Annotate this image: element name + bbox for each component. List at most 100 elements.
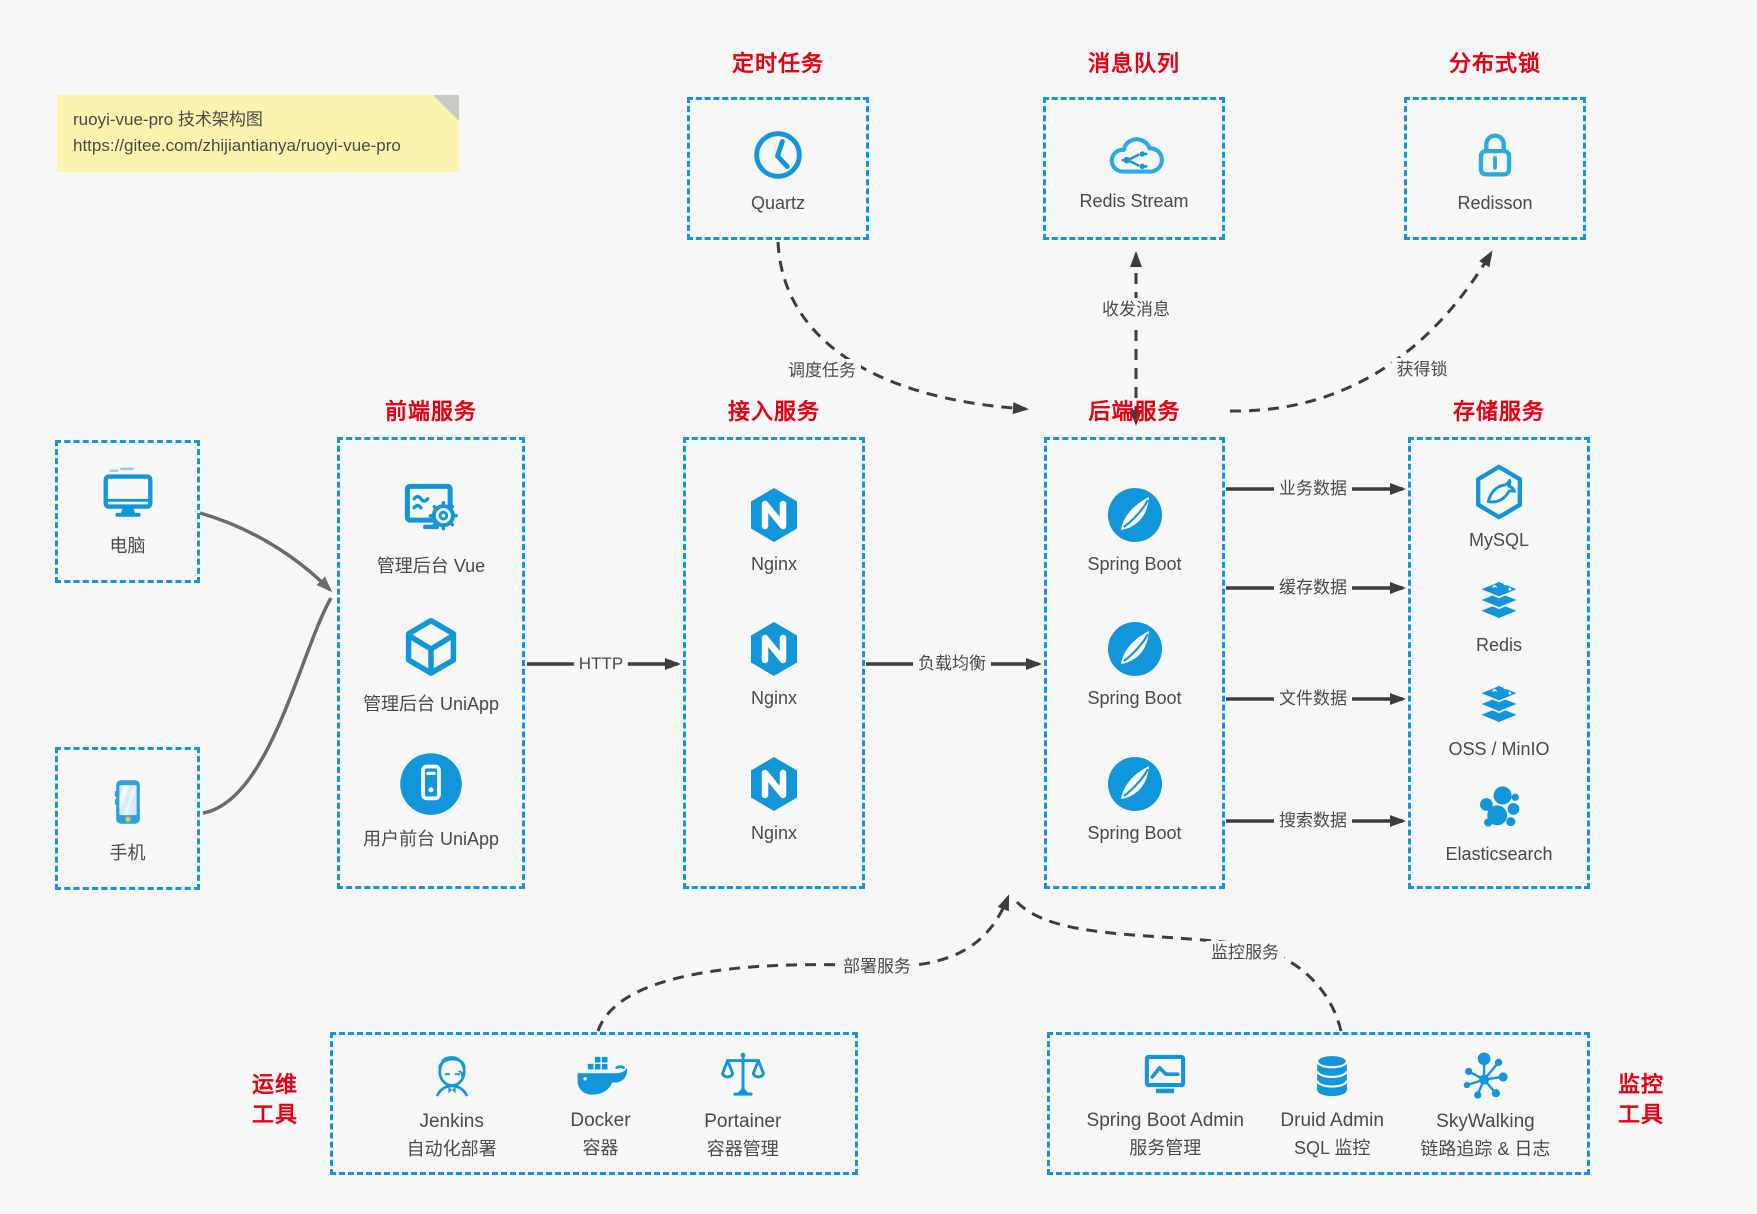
node-spring-boot-admin: Spring Boot Admin 服务管理 [1087, 1048, 1244, 1160]
edge-label-load-balance: 负载均衡 [913, 652, 991, 676]
node-label: 用户前台 UniApp [362, 829, 500, 850]
spring-boot-admin-icon [1145, 1054, 1186, 1093]
clock-icon [754, 130, 802, 179]
node-phone: 手机 [99, 772, 157, 865]
tool-desc: 服务管理 [1129, 1137, 1202, 1158]
tool-desc: 容器 [582, 1137, 619, 1158]
group-title-backend: 后端服务 [1088, 399, 1181, 424]
skywalking-icon [1464, 1051, 1509, 1099]
node-label: OSS / MinIO [1448, 739, 1550, 760]
tool-name: SkyWalking [1436, 1110, 1535, 1132]
node-label: 管理后台 UniApp [362, 693, 500, 714]
jenkins-icon [435, 1055, 468, 1096]
storage-box: MySQL Redis OSS / MinIO [1408, 437, 1590, 889]
sticky-note: ruoyi-vue-pro 技术架构图 https://gitee.com/zh… [57, 95, 459, 172]
scheduled-box: Quartz [687, 97, 869, 240]
edge-monitor-service [1014, 899, 1343, 1032]
monitoring-title-line2: 工具 [1617, 1102, 1664, 1127]
node-label: Quartz [750, 192, 806, 213]
node-nginx-3: Nginx [742, 752, 806, 844]
node-label: Nginx [750, 553, 798, 574]
tool-desc: SQL 监控 [1293, 1137, 1371, 1158]
node-label: 管理后台 Vue [376, 555, 486, 576]
edge-label-acquire-lock: 获得锁 [1391, 358, 1453, 382]
smartphone-icon [114, 780, 140, 824]
redis-icon [1476, 579, 1522, 620]
node-redisson: Redisson [1457, 124, 1533, 214]
node-skywalking: SkyWalking 链路追踪 & 日志 [1420, 1047, 1550, 1161]
tool-desc: 自动化部署 [406, 1138, 497, 1159]
tool-desc: 链路追踪 & 日志 [1420, 1138, 1551, 1159]
group-title-devops: 运维 工具 [238, 1070, 312, 1130]
group-title-scheduled: 定时任务 [731, 51, 824, 76]
monitoring-box: Spring Boot Admin 服务管理 Druid Admin SQL 监… [1047, 1032, 1590, 1175]
node-redis-stream: Redis Stream [1079, 126, 1189, 212]
group-title-lock: 分布式锁 [1448, 51, 1541, 76]
monitoring-title-line1: 监控 [1617, 1072, 1664, 1097]
oss-minio-icon [1476, 684, 1522, 725]
node-label: Spring Boot [1087, 553, 1182, 574]
note-url: https://gitee.com/zhijiantianya/ruoyi-vu… [73, 136, 401, 155]
backend-box: Spring Boot Spring Boot Spring Boot [1044, 437, 1225, 889]
note-title: ruoyi-vue-pro 技术架构图 [73, 110, 263, 129]
nginx-icon [751, 487, 797, 542]
node-label: Elasticsearch [1445, 844, 1553, 865]
edge-label-cache-data: 缓存数据 [1274, 576, 1352, 600]
druid-icon [1316, 1053, 1349, 1096]
edge-phone-to-frontend [202, 597, 333, 815]
edge-computer-to-frontend [199, 511, 333, 593]
node-label: Redis [1475, 634, 1523, 655]
spring-boot-icon [1107, 756, 1162, 811]
node-computer: 电脑 [97, 465, 159, 558]
node-portainer: Portainer 容器管理 [704, 1047, 781, 1161]
tool-name: Jenkins [419, 1110, 484, 1132]
tool-desc: 容器管理 [706, 1138, 779, 1159]
edge-label-business-data: 业务数据 [1274, 477, 1352, 501]
edge-acquire-lock [1229, 250, 1493, 413]
client-computer-box: 电脑 [55, 440, 200, 583]
node-label: 手机 [109, 843, 146, 863]
node-label: Spring Boot [1087, 688, 1182, 708]
group-title-monitoring: 监控 工具 [1604, 1070, 1678, 1130]
node-nginx-2: Nginx [742, 617, 806, 709]
node-druid-admin: Druid Admin SQL 监控 [1280, 1048, 1384, 1160]
node-user-uniapp: 用户前台 UniApp [363, 750, 499, 851]
node-oss-minio: OSS / MinIO [1448, 676, 1550, 760]
group-title-storage: 存储服务 [1452, 399, 1545, 424]
node-admin-uniapp: 管理后台 UniApp [363, 613, 499, 716]
node-label: Redis Stream [1079, 190, 1189, 211]
node-label: Nginx [750, 688, 798, 708]
portainer-icon [720, 1052, 765, 1096]
tool-name: Druid Admin [1280, 1109, 1384, 1131]
node-redis: Redis [1470, 572, 1528, 656]
edge-label-search-data: 搜索数据 [1274, 809, 1352, 833]
node-admin-vue: 管理后台 Vue [377, 475, 485, 578]
node-label: 电脑 [109, 536, 146, 556]
note-fold-corner [433, 95, 459, 121]
edge-label-send-receive-message: 收发消息 [1097, 298, 1175, 322]
node-elasticsearch: Elasticsearch [1445, 781, 1553, 865]
edge-label-file-data: 文件数据 [1274, 687, 1352, 711]
computer-icon [103, 467, 152, 517]
node-label: MySQL [1468, 529, 1529, 550]
node-jenkins: Jenkins 自动化部署 [407, 1047, 497, 1161]
mq-box: Redis Stream [1043, 97, 1225, 240]
lock-icon [1478, 132, 1512, 177]
node-spring-boot-1: Spring Boot [1087, 483, 1182, 575]
group-title-frontend: 前端服务 [384, 399, 477, 424]
spring-boot-icon [1107, 622, 1162, 676]
group-title-gateway: 接入服务 [727, 399, 820, 424]
mysql-icon [1475, 464, 1523, 520]
edge-schedule-task [776, 241, 1029, 415]
devops-box: Jenkins 自动化部署 Docker 容器 [330, 1032, 858, 1175]
elasticsearch-icon [1480, 786, 1520, 827]
frontend-box: 管理后台 Vue 管理后台 UniApp 用户前台 UniApp [337, 437, 525, 889]
node-mysql: MySQL [1468, 461, 1530, 551]
node-label: Nginx [750, 822, 798, 843]
user-uniapp-icon [400, 753, 462, 816]
client-phone-box: 手机 [55, 747, 200, 890]
uniapp-cube-icon [405, 617, 457, 676]
lock-box: Redisson [1404, 97, 1586, 240]
tool-name: Spring Boot Admin [1086, 1109, 1244, 1131]
